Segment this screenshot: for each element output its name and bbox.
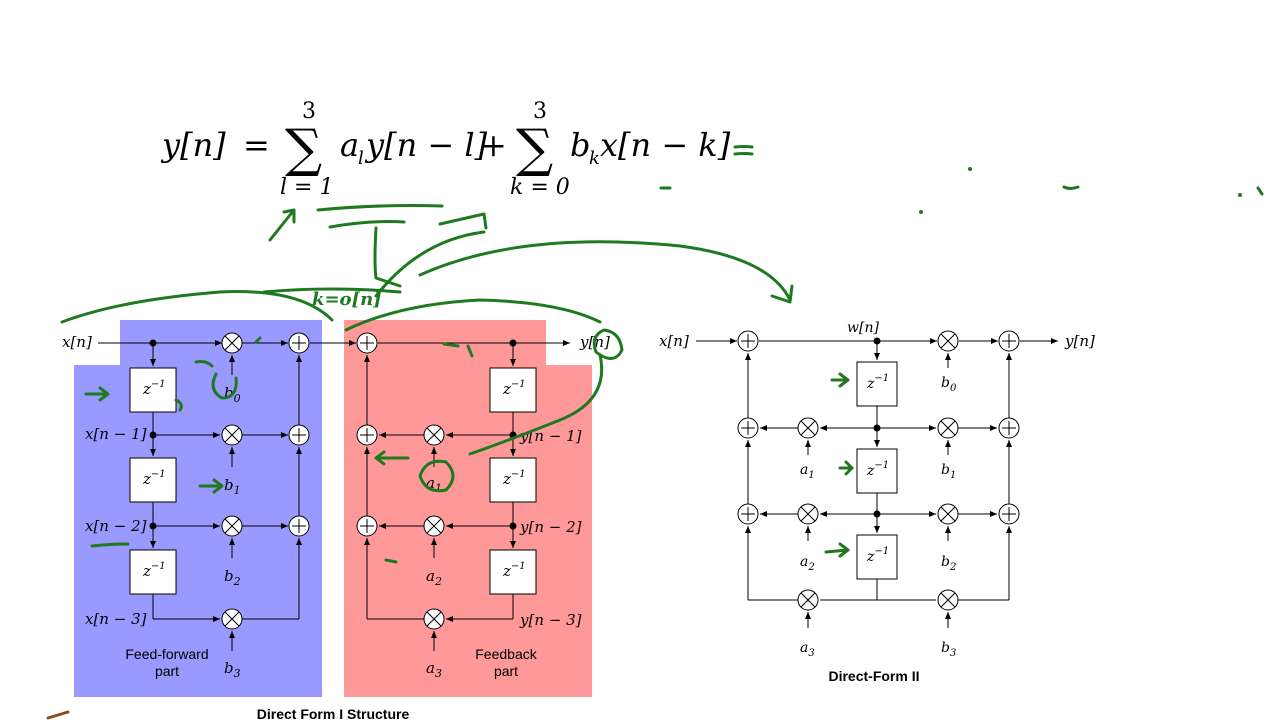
- df1-ff-adders: [288, 332, 310, 537]
- df1-ff-delay-1: [129, 367, 177, 413]
- svg-text:z−1: z−1: [142, 469, 166, 488]
- sum1-sigma: ∑: [285, 119, 322, 179]
- df2-delay-1: [856, 361, 898, 407]
- sum1-lower: l = 1: [280, 175, 333, 200]
- sum1-coef-sub: l: [358, 148, 364, 169]
- svg-text:z−1: z−1: [142, 379, 166, 398]
- direct-form-2: x[n] y[n] w[n] z−1: [659, 320, 1095, 684]
- df1-b2: b2: [224, 567, 241, 588]
- df2-a2: a2: [800, 554, 815, 573]
- df2-b2: b2: [941, 554, 956, 573]
- df2-multipliers: [797, 330, 959, 611]
- df1-a3: a3: [426, 659, 442, 680]
- df1-fb-delay-1: [489, 367, 537, 413]
- df1-tap-x1: x[n − 1]: [85, 425, 147, 443]
- sum1-coef: a: [340, 126, 359, 164]
- sum2-rest: x[n − k]: [600, 126, 731, 164]
- df1-tap-x3: x[n − 3]: [85, 610, 147, 628]
- feedforward-label-1: Feed-forward: [125, 646, 208, 662]
- df2-b0: b0: [941, 375, 957, 394]
- handwritten-annotations: k=o[n]: [46, 145, 1264, 720]
- df1-tap-x2: x[n − 2]: [85, 517, 147, 535]
- svg-text:z−1: z−1: [502, 561, 526, 580]
- df1-input-label: x[n]: [62, 333, 92, 351]
- svg-text:z−1: z−1: [502, 469, 526, 488]
- df2-b3: b3: [941, 640, 956, 659]
- df2-a3: a3: [800, 640, 815, 659]
- df1-ff-delay-3: [129, 549, 177, 595]
- sum2-lower: k = 0: [510, 175, 570, 200]
- df2-state-label: w[n]: [847, 320, 879, 336]
- difference-equation: y[n] = ∑ 3 l = 1 a l y[n − l] + ∑ 3 k = …: [160, 99, 731, 200]
- df2-delay-2: [856, 448, 898, 494]
- df1-b3: b3: [224, 659, 241, 680]
- sum2-sigma: ∑: [516, 119, 553, 179]
- sum2-coef-sub: k: [589, 148, 600, 169]
- df1-fb-delay-3: [489, 549, 537, 595]
- feedback-label-1: Feedback: [475, 646, 537, 662]
- svg-text:z−1: z−1: [142, 561, 166, 580]
- sum1-rest: y[n − l]: [364, 126, 488, 164]
- equation-equals: =: [243, 126, 270, 164]
- sum2-upper: 3: [533, 99, 547, 124]
- df1-ff-delay-2: [129, 457, 177, 503]
- df2-a1: a1: [800, 462, 815, 481]
- sum1-upper: 3: [302, 99, 316, 124]
- df2-b1: b1: [941, 462, 956, 481]
- df1-b1: b1: [224, 476, 241, 497]
- df1-a1: a1: [426, 474, 442, 495]
- svg-text:z−1: z−1: [866, 546, 889, 565]
- feedback-region: [344, 320, 592, 697]
- df1-fb-multipliers: [423, 424, 445, 630]
- feedforward-region: [74, 320, 322, 697]
- svg-text:z−1: z−1: [866, 460, 889, 479]
- equation-plus: +: [480, 126, 507, 164]
- equation-lhs: y[n]: [160, 126, 226, 164]
- df2-input-label: x[n]: [659, 332, 689, 350]
- feedback-label-2: part: [494, 663, 518, 679]
- handwritten-note: k=o[n]: [312, 289, 382, 310]
- df2-delay-3: [856, 534, 898, 580]
- df1-fb-delay-2: [489, 457, 537, 503]
- df2-output-label: y[n]: [1064, 332, 1095, 350]
- feedforward-label-2: part: [155, 663, 179, 679]
- df1-caption: Direct Form I Structure: [257, 706, 410, 720]
- df1-tap-y1: y[n − 1]: [519, 427, 582, 445]
- df1-tap-y3: y[n − 3]: [519, 611, 582, 629]
- df1-b0: b0: [224, 384, 241, 405]
- sum2-coef: b: [570, 126, 590, 164]
- df2-caption: Direct-Form II: [828, 668, 919, 684]
- svg-text:z−1: z−1: [866, 373, 889, 392]
- df1-a2: a2: [426, 567, 442, 588]
- direct-form-1: x[n] y[n] z−1 z−1 z−1 x[n − 1] x[n − 2] …: [62, 320, 610, 720]
- df1-tap-y2: y[n − 2]: [519, 518, 582, 536]
- svg-text:z−1: z−1: [502, 379, 526, 398]
